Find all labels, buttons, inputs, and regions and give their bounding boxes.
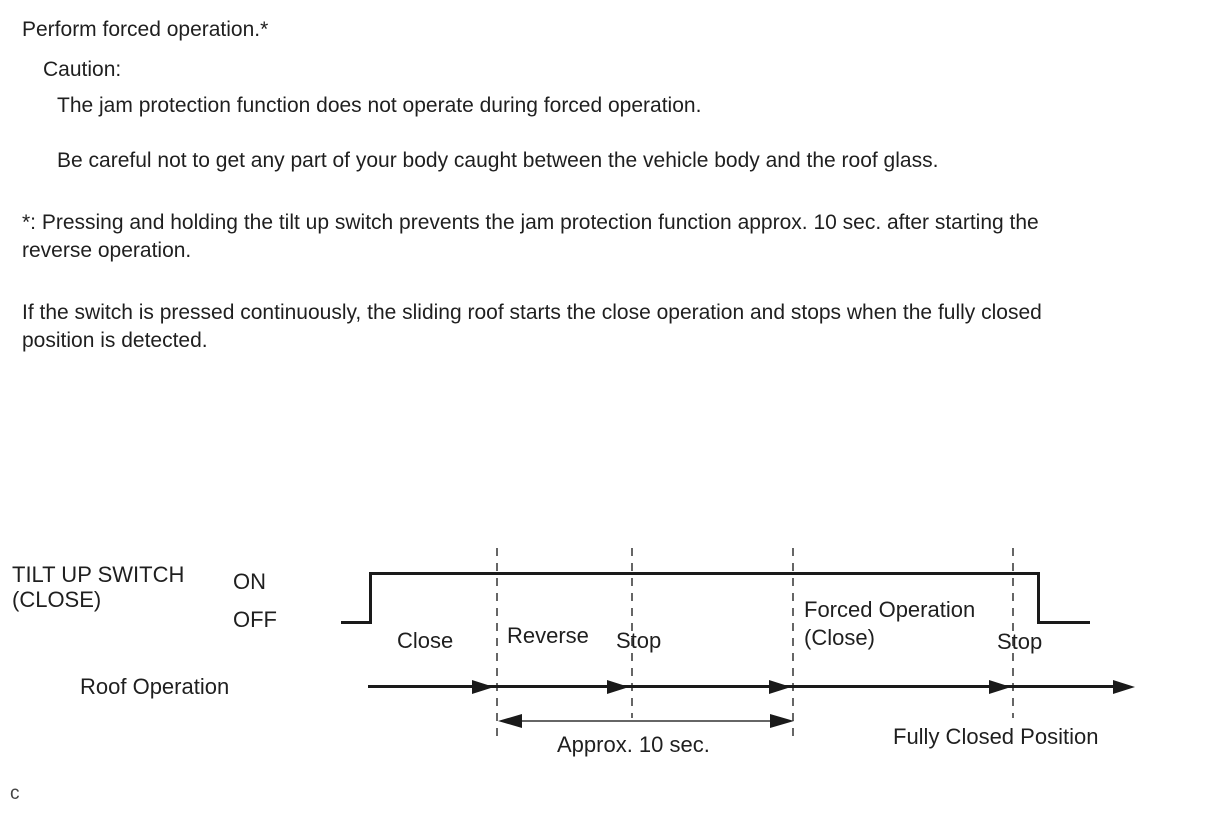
off-state-label: OFF [233, 607, 277, 632]
phase-label-stop-2: Stop [997, 629, 1043, 654]
signal-rising-edge [369, 572, 372, 624]
paragraph-caution-item-1: The jam protection function does not ope… [57, 92, 701, 120]
arrowhead-right-icon [472, 680, 494, 694]
arrowhead-right-icon [770, 714, 794, 728]
dashed-guide-line-2 [631, 548, 633, 718]
dashed-guide-line-3 [792, 548, 794, 739]
signal-on-segment [369, 572, 1040, 575]
duration-span-line [510, 720, 780, 722]
paragraph-caution-item-2: Be careful not to get any part of your b… [57, 147, 938, 175]
phase-label-stop-1: Stop [616, 628, 662, 653]
arrowhead-right-icon [1113, 680, 1135, 694]
paragraph-continuous-press: If the switch is pressed continuously, t… [22, 299, 1042, 355]
phase-label-forced-operation-line2: (Close) [804, 625, 875, 650]
paragraph-line: Be careful not to get any part of your b… [57, 149, 939, 172]
phase-label-forced-operation: Forced Operation (Close) [804, 596, 975, 652]
paragraph-line: If the switch is pressed continuously, t… [22, 301, 1042, 324]
paragraph-footnote: *: Pressing and holding the tilt up swit… [22, 209, 1039, 265]
tilt-up-switch-label-line2: (CLOSE) [12, 587, 102, 612]
roof-operation-label: Roof Operation [80, 674, 230, 699]
page-footer-mark: c [10, 783, 20, 804]
phase-label-reverse: Reverse [507, 623, 589, 648]
signal-off-segment-right [1037, 621, 1090, 624]
signal-falling-edge [1037, 572, 1040, 624]
arrowhead-right-icon [989, 680, 1011, 694]
dashed-guide-line-4 [1012, 548, 1014, 718]
tilt-up-switch-label: TILT UP SWITCH (CLOSE) [12, 562, 184, 612]
signal-off-segment-left [341, 621, 372, 624]
paragraph-line: *: Pressing and holding the tilt up swit… [22, 211, 1039, 234]
paragraph-line: The jam protection function does not ope… [57, 94, 702, 117]
arrowhead-left-icon [498, 714, 522, 728]
paragraph-line: reverse operation. [22, 239, 192, 262]
fully-closed-position-label: Fully Closed Position [893, 724, 1099, 749]
arrowhead-right-icon [607, 680, 629, 694]
phase-label-forced-operation-line1: Forced Operation [804, 597, 976, 622]
phase-label-close: Close [397, 628, 454, 653]
paragraph-line: Perform forced operation.* [22, 18, 269, 41]
roof-operation-timeline [368, 685, 1118, 688]
arrowhead-right-icon [769, 680, 791, 694]
paragraph-perform-forced-operation: Perform forced operation.* [22, 16, 268, 44]
paragraph-line: position is detected. [22, 329, 208, 352]
on-state-label: ON [233, 569, 266, 594]
paragraph-line: Caution: [43, 58, 122, 81]
dashed-guide-line-1 [496, 548, 498, 739]
tilt-up-switch-label-line1: TILT UP SWITCH [12, 562, 185, 587]
duration-label: Approx. 10 sec. [557, 732, 710, 757]
paragraph-caution-heading: Caution: [43, 56, 121, 84]
